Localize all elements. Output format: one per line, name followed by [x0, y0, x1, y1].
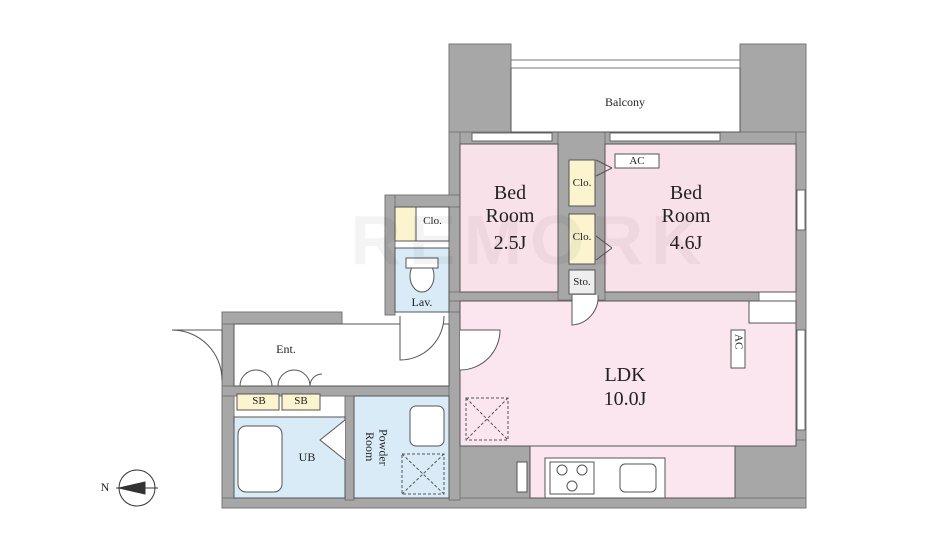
powder-room-label: Powder Room — [362, 428, 391, 466]
shoe-box-1-floor — [236, 393, 280, 411]
sink-icon — [409, 405, 445, 447]
bedroom-large-label: Bed Room — [661, 182, 711, 227]
front-door — [171, 329, 223, 381]
balcony-floor — [510, 67, 741, 133]
fridge-space-icon — [465, 397, 509, 441]
closet-bed-1-label: Clo. — [572, 177, 592, 189]
shoe-box-2-label: SB — [294, 395, 308, 407]
ac-bed-label: AC — [629, 155, 645, 167]
fixtures — [237, 257, 666, 499]
bedroom-large-floor — [604, 143, 797, 293]
ac-ldk-box — [730, 329, 746, 369]
hall-closet-label-bg — [415, 206, 450, 242]
ac-ldk-label: AC — [732, 334, 745, 350]
bathtub-icon — [237, 425, 283, 493]
ldk-label: LDK — [604, 364, 646, 386]
lav-door — [399, 315, 445, 361]
watermark: REMORK — [230, 200, 830, 280]
unit-bath-label: UB — [298, 450, 316, 464]
ac-bed-box — [614, 153, 660, 169]
closet-hall-label: Clo. — [423, 215, 442, 227]
bedroom-small-size: 2.5J — [493, 232, 527, 254]
bedroom-small-floor — [459, 143, 559, 293]
lavatory-label: Lav. — [411, 295, 433, 309]
kitchen-sink-icon — [619, 463, 657, 493]
doors — [171, 159, 613, 461]
balcony-rail — [511, 59, 740, 69]
ldk-door — [459, 329, 501, 371]
entrance-label: Ent. — [276, 342, 296, 356]
room-floors — [233, 67, 797, 499]
compass-north-label: N — [100, 480, 110, 494]
stove-icon — [549, 461, 595, 495]
bedroom-small-label: Bed Room — [485, 182, 535, 227]
ldk-size: 10.0J — [603, 388, 647, 410]
ub-door — [319, 419, 346, 461]
closet-bed-2-floor — [568, 213, 596, 265]
shoe-box-1-label: SB — [252, 395, 266, 407]
bedroom-large-size: 4.6J — [669, 232, 703, 254]
ldk-floor — [459, 300, 797, 447]
closet-bed-2-label: Clo. — [572, 231, 592, 243]
washer-space-icon — [401, 453, 445, 495]
shoe-box-2-floor — [281, 393, 321, 411]
compass-icon — [116, 469, 158, 507]
closet-bed-1-floor — [568, 159, 596, 207]
sto-door — [571, 294, 599, 326]
windows — [471, 132, 806, 431]
shoe-box-doors — [239, 369, 323, 387]
ldk-notch — [748, 300, 797, 324]
balcony-label: Balcony — [605, 95, 645, 109]
storage-label: Sto. — [573, 276, 591, 288]
storage-floor — [568, 269, 596, 295]
